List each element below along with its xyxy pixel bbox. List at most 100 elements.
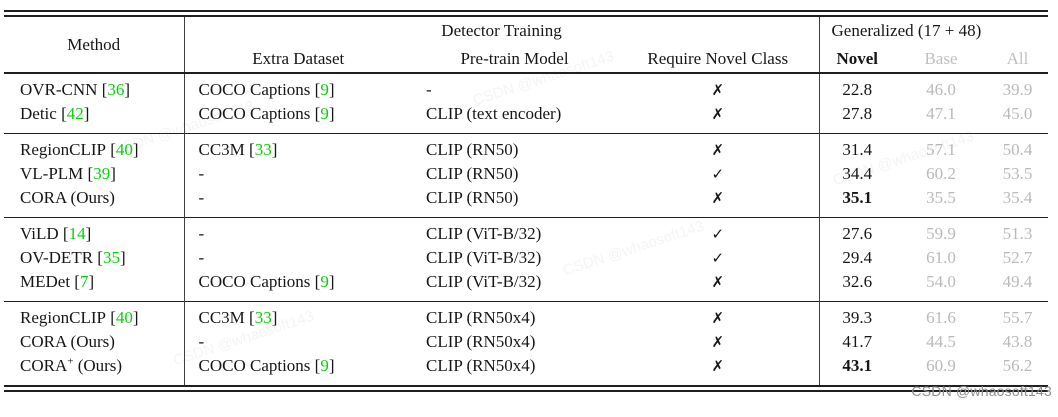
novel-value: 32.6 [842, 272, 873, 291]
require-novel-class-mark: ✗ [617, 330, 820, 354]
require-novel-class-mark: ✓ [617, 217, 820, 246]
novel-value: 27.8 [842, 104, 873, 123]
table-row: CORA (Ours) - CLIP (RN50) ✗ 35.1 35.5 35… [4, 186, 1048, 218]
citation-number: 9 [320, 356, 329, 375]
table-row: MEDet [7] COCO Captions [9] CLIP (ViT-B/… [4, 270, 1048, 302]
table-row: ViLD [14] - CLIP (ViT-B/32) ✓ 27.6 59.9 … [4, 217, 1048, 246]
method-name: CORA [20, 356, 68, 375]
method-cell: VL-PLM [39] [4, 162, 185, 186]
method-text: ] [85, 224, 92, 243]
dataset-text: ] [328, 272, 335, 291]
method-text: [ [70, 272, 80, 291]
col-header-extra-dataset: Extra Dataset [252, 48, 345, 68]
table-header: Method Detector Training Generalized (17… [4, 17, 1048, 73]
col-group-generalized: Generalized (17 + 48) [831, 21, 982, 40]
citation-number: 9 [320, 80, 329, 99]
method-name: OV-DETR [20, 248, 94, 267]
require-novel-class-mark: ✗ [617, 133, 820, 162]
method-text: [ [58, 224, 69, 243]
watermark: CSDN @whaosoft143 [911, 383, 1052, 399]
method-cell: Detic [42] [4, 102, 185, 134]
citation-number: 33 [254, 308, 272, 327]
dataset-name: CC3M [ [198, 308, 255, 327]
method-name: RegionCLIP [20, 140, 106, 159]
dataset-name: CC3M [ [198, 140, 255, 159]
novel-value: 31.4 [842, 140, 873, 159]
col-group-detector-training: Detector Training [184, 17, 820, 45]
method-name: ViLD [20, 224, 59, 243]
all-value: 55.7 [1002, 308, 1033, 327]
method-text: ] [119, 248, 126, 267]
method-text: [ [83, 164, 94, 183]
pretrain-model-cell: CLIP (RN50) [426, 140, 519, 159]
base-value: 44.5 [926, 332, 956, 351]
method-text: ] [124, 80, 131, 99]
pretrain-model-cell: CLIP (RN50) [426, 164, 519, 183]
novel-value: 29.4 [842, 248, 873, 267]
method-cell: RegionCLIP [40] [4, 133, 185, 162]
citation-number: 40 [115, 308, 133, 327]
pretrain-model-cell: CLIP (RN50x4) [426, 332, 536, 351]
base-value: 61.0 [926, 248, 956, 267]
pretrain-model-cell: CLIP (ViT-B/32) [426, 248, 542, 267]
extra-dataset-cell: CC3M [33] [184, 302, 412, 331]
method-cell: OV-DETR [35] [4, 246, 185, 270]
method-name: CORA (Ours) [20, 332, 115, 351]
dataset-name: - [198, 248, 205, 267]
extra-dataset-cell: - [184, 186, 412, 218]
all-value: 49.4 [1002, 272, 1033, 291]
all-value: 35.4 [1002, 188, 1033, 207]
col-header-method: Method [4, 17, 185, 73]
group-vitb32: ViLD [14] - CLIP (ViT-B/32) ✓ 27.6 59.9 … [4, 217, 1048, 302]
table-row: CORA (Ours) - CLIP (RN50x4) ✗ 41.7 44.5 … [4, 330, 1048, 354]
base-value: 47.1 [926, 104, 956, 123]
col-header-require-novel-class: Require Novel Class [617, 45, 820, 73]
method-cell: CORA (Ours) [4, 330, 185, 354]
method-text: [ [97, 80, 108, 99]
group-rn50x4: RegionCLIP [40] CC3M [33] CLIP (RN50x4) … [4, 301, 1048, 385]
all-value: 53.5 [1002, 164, 1033, 183]
dataset-name: - [198, 188, 205, 207]
require-novel-class-mark: ✗ [617, 102, 820, 134]
base-value: 35.5 [926, 188, 956, 207]
dataset-name: COCO Captions [ [198, 272, 321, 291]
dataset-name: - [198, 164, 205, 183]
method-cell: MEDet [7] [4, 270, 185, 302]
method-cell: OVR-CNN [36] [4, 73, 185, 102]
method-text: (Ours) [73, 356, 123, 375]
dataset-name: - [198, 332, 205, 351]
extra-dataset-cell: COCO Captions [9] [184, 270, 412, 302]
extra-dataset-cell: COCO Captions [9] [184, 354, 412, 385]
pretrain-model-cell: CLIP (RN50) [426, 188, 519, 207]
col-header-all: All [1006, 48, 1029, 68]
novel-value-best: 35.1 [842, 188, 873, 207]
bottom-double-rule [4, 385, 1048, 392]
base-value: 46.0 [926, 80, 956, 99]
base-value: 60.2 [926, 164, 956, 183]
all-value: 43.8 [1002, 332, 1033, 351]
table-row: RegionCLIP [40] CC3M [33] CLIP (RN50x4) … [4, 301, 1048, 331]
method-cell: ViLD [14] [4, 217, 185, 246]
col-header-pretrain-model: Pre-train Model [460, 48, 569, 68]
pretrain-model-cell: CLIP (RN50x4) [426, 308, 536, 327]
table-row: VL-PLM [39] - CLIP (RN50) ✓ 34.4 60.2 53… [4, 162, 1048, 186]
all-value: 50.4 [1002, 140, 1033, 159]
all-value: 39.9 [1002, 80, 1033, 99]
pretrain-model-cell: CLIP (RN50x4) [426, 356, 536, 375]
citation-number: 42 [66, 104, 84, 123]
citation-number: 36 [107, 80, 125, 99]
require-novel-class-mark: ✗ [617, 301, 820, 330]
novel-value: 34.4 [842, 164, 873, 183]
col-header-base: Base [924, 48, 958, 68]
base-value: 59.9 [926, 224, 956, 243]
require-novel-class-mark: ✗ [617, 270, 820, 302]
method-text: ] [132, 140, 139, 159]
method-text: ] [88, 272, 95, 291]
method-text: ] [132, 308, 139, 327]
novel-value: 22.8 [842, 80, 873, 99]
citation-number: 39 [93, 164, 111, 183]
citation-number: 7 [79, 272, 89, 291]
method-text: [ [56, 104, 67, 123]
extra-dataset-cell: - [184, 330, 412, 354]
dataset-name: COCO Captions [ [198, 80, 321, 99]
